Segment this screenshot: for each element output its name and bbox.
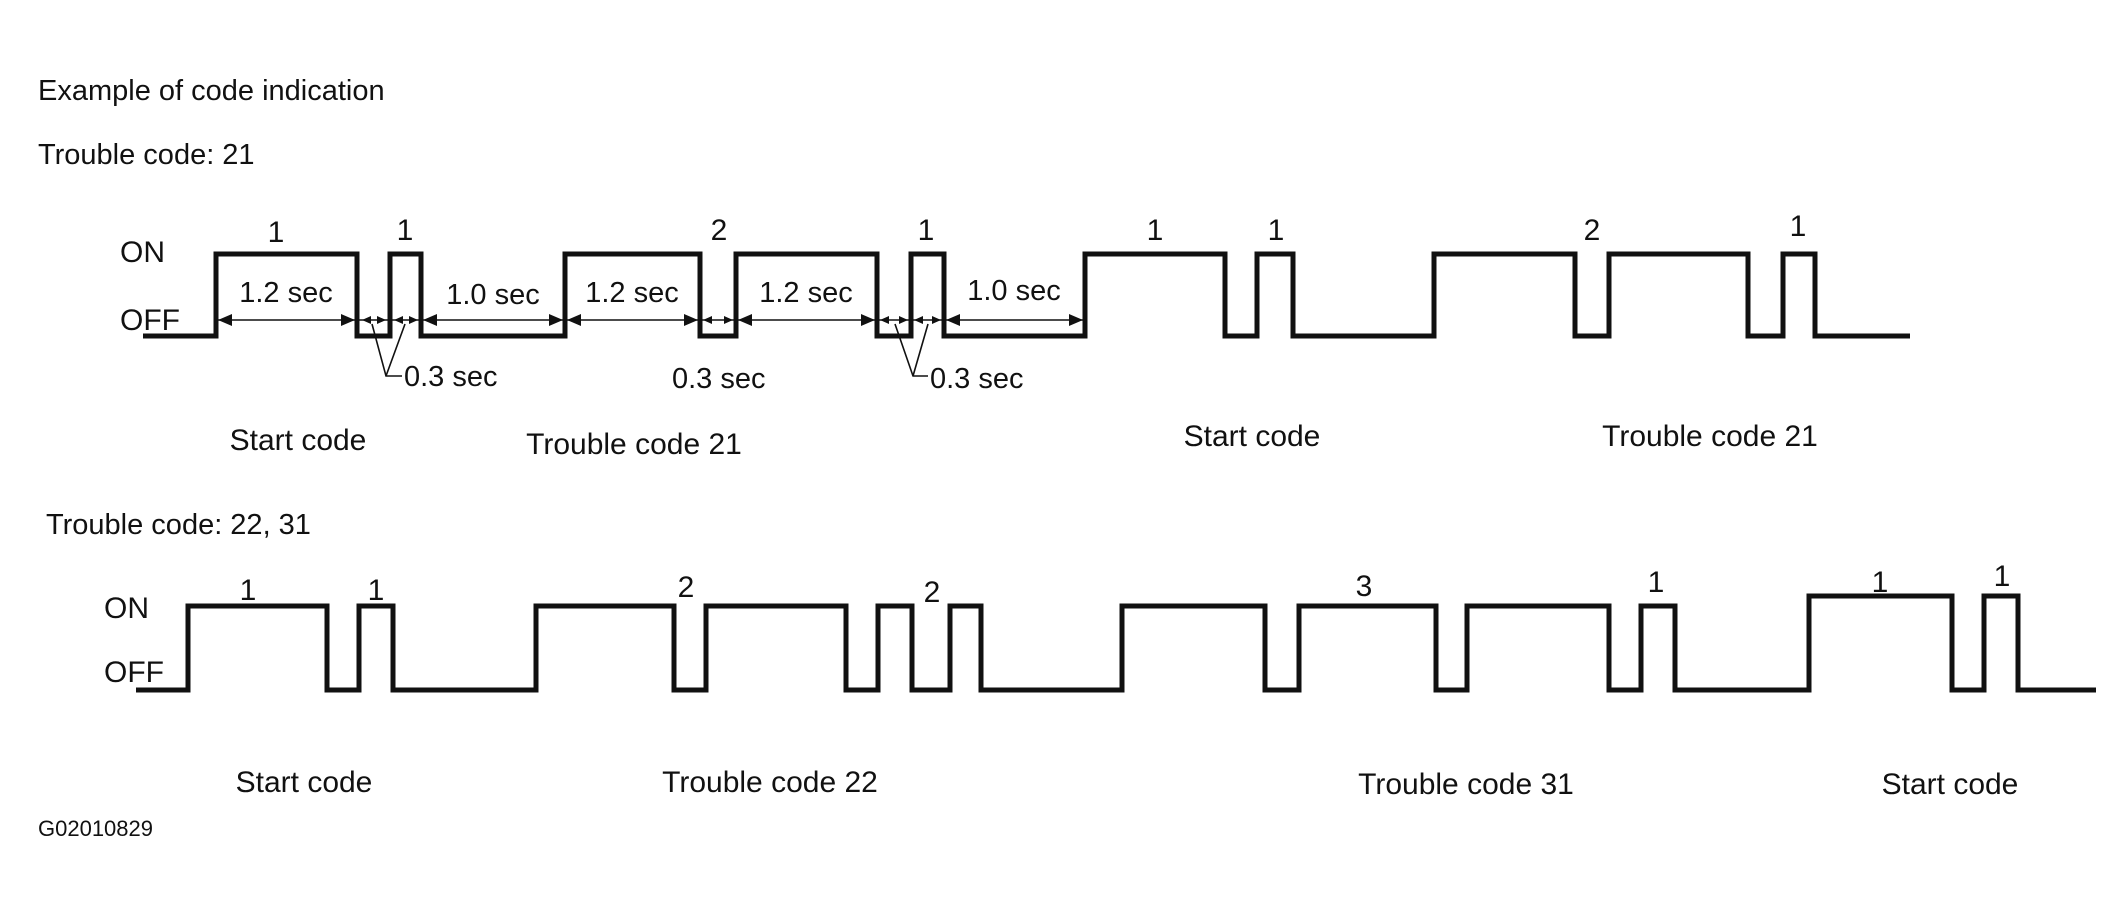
on-label: ON: [104, 592, 149, 625]
duration-label: 1.2 sec: [585, 277, 679, 309]
pulse-count: 1: [1872, 566, 1889, 599]
waveform-1-heading: Trouble code: 21: [38, 139, 255, 171]
duration-label: 1.2 sec: [759, 277, 853, 309]
pulse-count: 2: [924, 576, 941, 609]
group-label: Start code: [1882, 768, 2019, 801]
waveform-2: ON OFF 1 1 2 2 3 1 1 1 Start code Troubl…: [104, 560, 2096, 801]
waveform-2-signal: [136, 593, 2096, 693]
pulse-count: 1: [918, 214, 935, 247]
group-label: Start code: [236, 766, 373, 799]
pulse-count: 1: [1790, 210, 1807, 243]
pulse-count: 1: [268, 216, 285, 249]
pulse-count: 1: [240, 574, 257, 607]
figure-id: G02010829: [38, 816, 153, 841]
pulse-count: 1: [1994, 560, 2011, 593]
pulse-count: 2: [678, 571, 695, 604]
off-label: OFF: [120, 304, 180, 337]
diagram-title: Example of code indication: [38, 75, 385, 107]
duration-label: 0.3 sec: [672, 363, 766, 395]
waveform-1: ON OFF 1 1 2 1 1 1 2 1: [120, 210, 1910, 461]
group-label: Trouble code 31: [1358, 768, 1574, 801]
pulse-count: 2: [711, 214, 728, 247]
pulse-count: 2: [1584, 214, 1601, 247]
pulse-count: 1: [397, 214, 414, 247]
group-label: Start code: [1184, 420, 1321, 453]
pulse-count: 1: [1268, 214, 1285, 247]
off-label: OFF: [104, 656, 164, 689]
pulse-count: 1: [1648, 566, 1665, 599]
duration-label: 0.3 sec: [930, 363, 1024, 395]
group-label: Trouble code 21: [1602, 420, 1818, 453]
waveform-2-heading: Trouble code: 22, 31: [46, 509, 311, 541]
pulse-count: 1: [368, 574, 385, 607]
waveform-1-signal: [143, 251, 1910, 339]
duration-label: 1.0 sec: [446, 279, 540, 311]
group-label: Trouble code 21: [526, 428, 742, 461]
pulse-count: 3: [1356, 570, 1373, 603]
group-label: Start code: [230, 424, 367, 457]
duration-markers: [218, 314, 1083, 377]
duration-label: 0.3 sec: [404, 361, 498, 393]
group-label: Trouble code 22: [662, 766, 878, 799]
duration-label: 1.0 sec: [967, 275, 1061, 307]
pulse-count: 1: [1147, 214, 1164, 247]
duration-label: 1.2 sec: [239, 277, 333, 309]
on-label: ON: [120, 236, 165, 269]
